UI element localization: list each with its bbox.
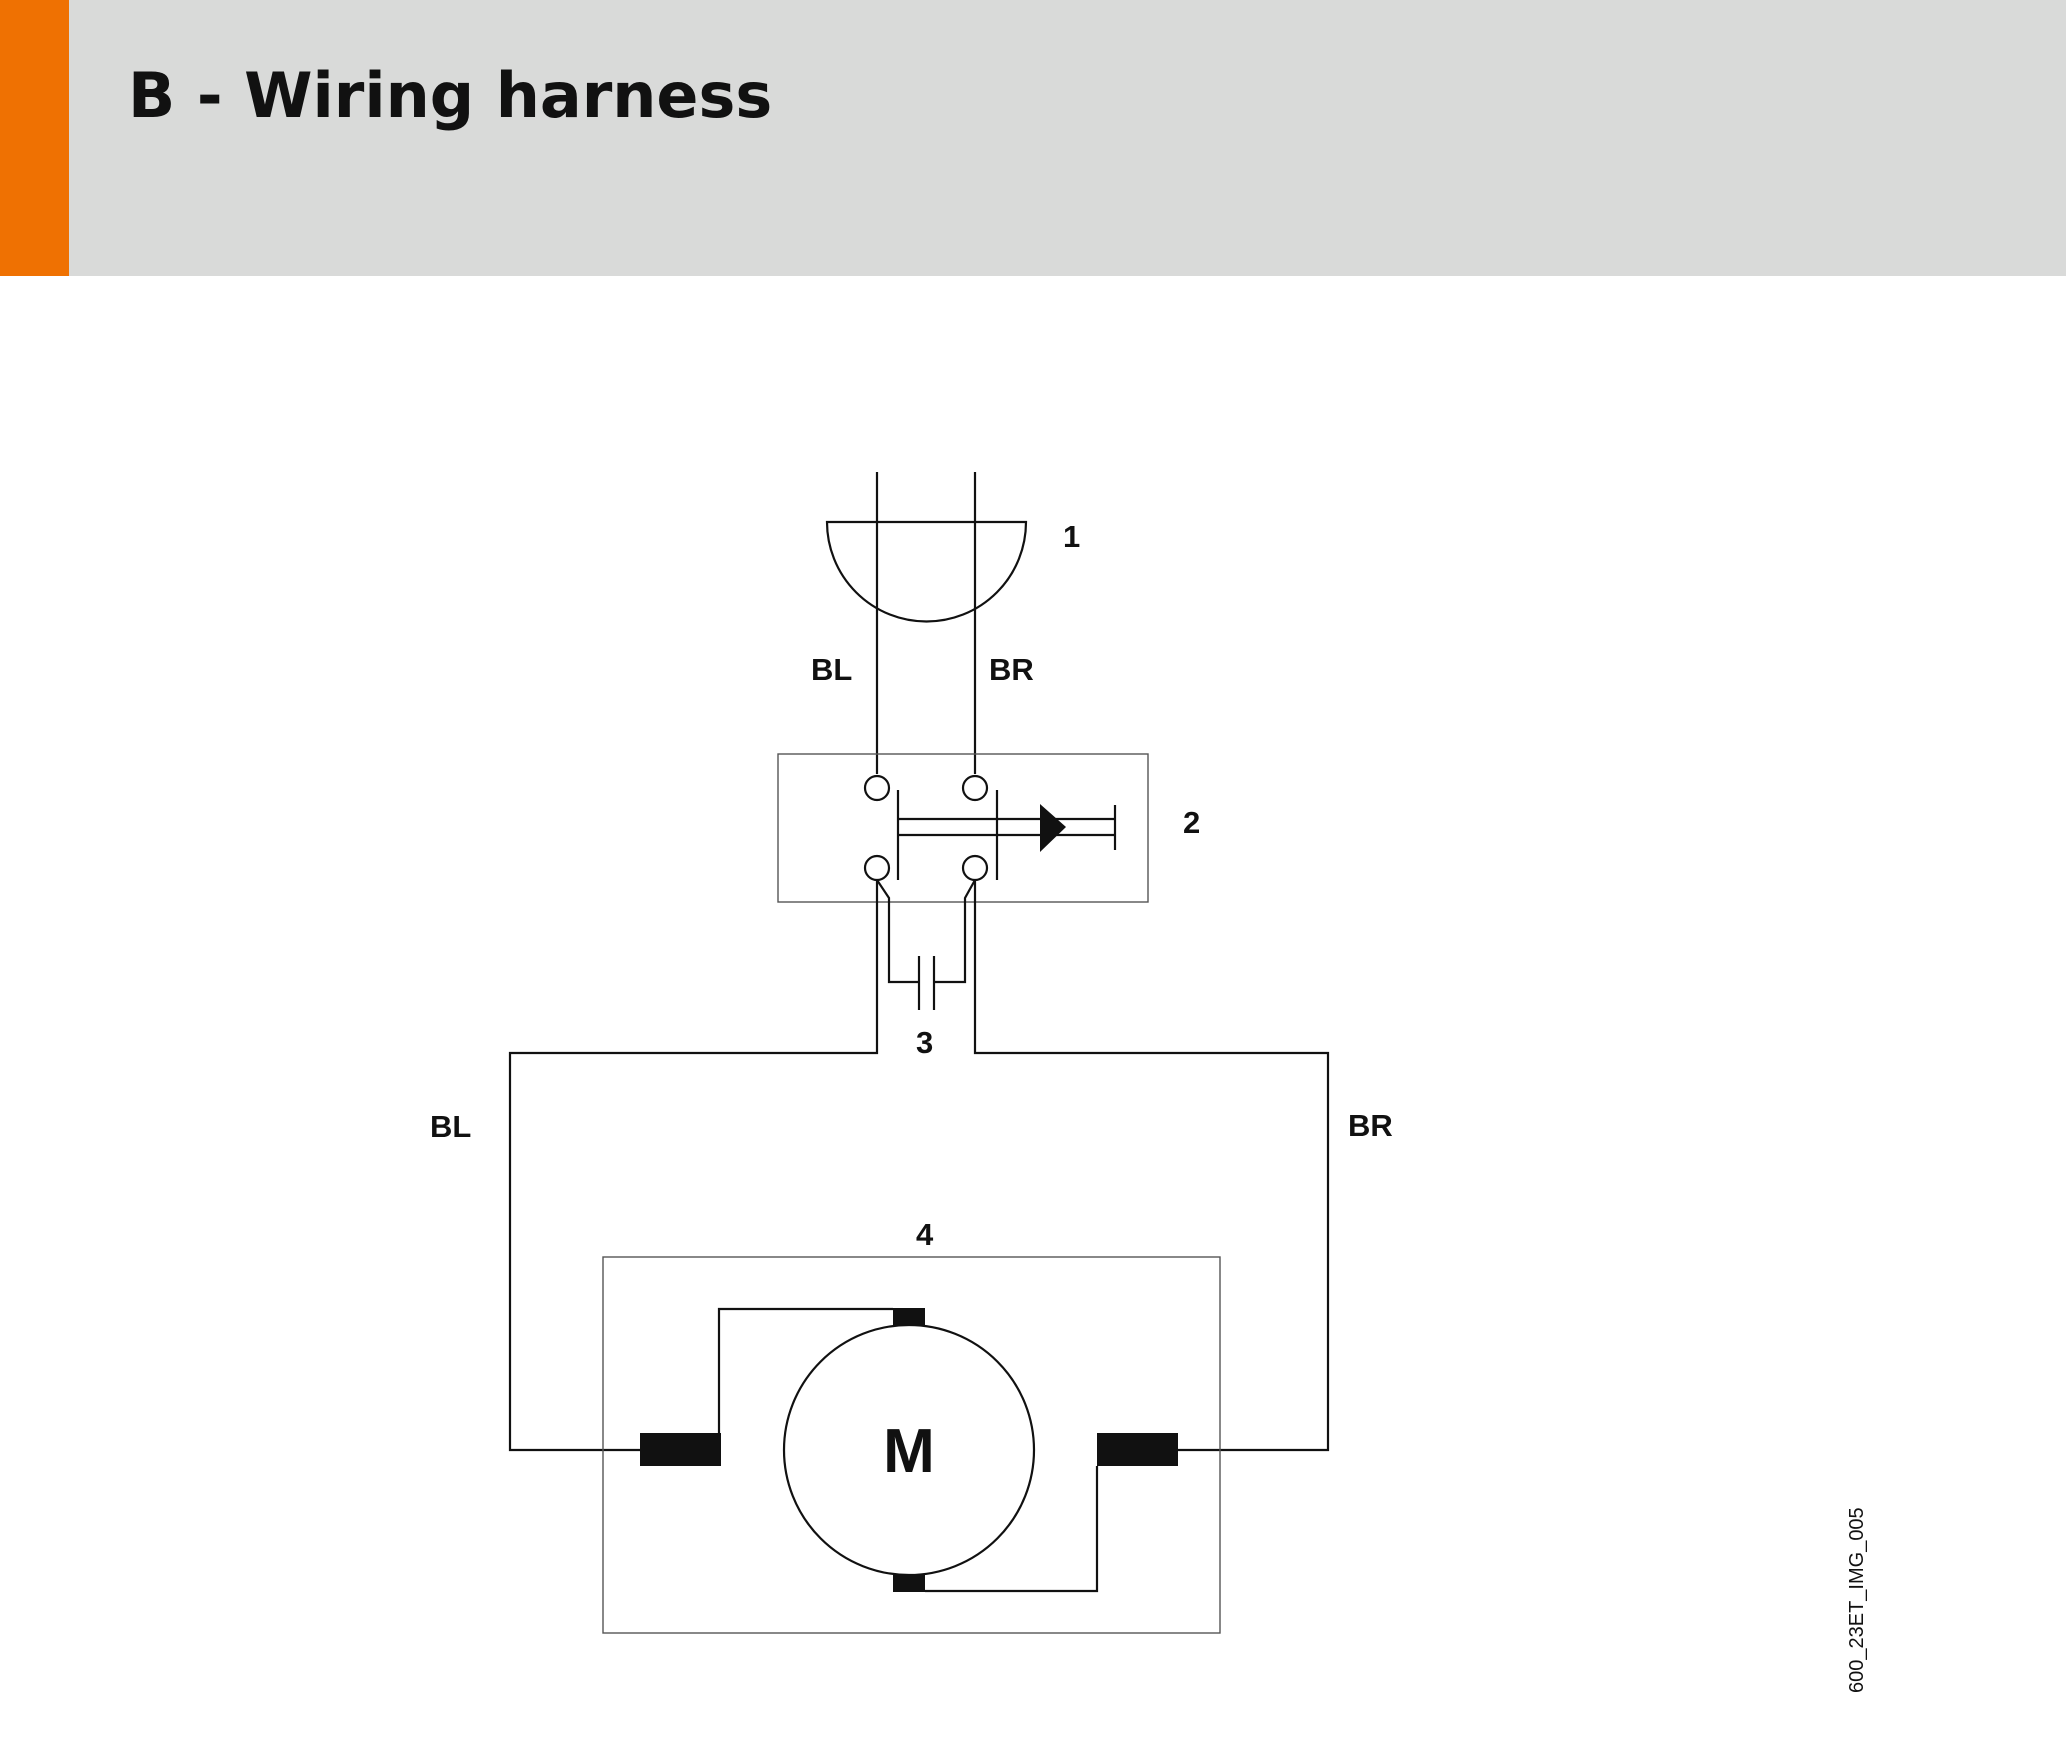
wire-bl-to-motor	[508, 880, 879, 1452]
wire-br-to-motor	[973, 880, 1330, 1452]
motor-internal-wire-top	[717, 1307, 893, 1433]
label-component-3: 3	[916, 1025, 933, 1060]
motor-terminal-left	[640, 1433, 721, 1466]
header-accent-stripe	[0, 0, 69, 276]
switch-terminal-top-right	[961, 774, 989, 802]
page-title: B - Wiring harness	[128, 59, 773, 132]
switch-housing	[777, 753, 1149, 903]
motor-symbol: M	[883, 1417, 935, 1486]
image-id: 600_23ET_IMG_005	[1846, 1507, 1868, 1693]
label-wire-br-upper: BR	[989, 652, 1034, 687]
switch-terminal-bottom-left	[863, 854, 891, 882]
switch-actuator-arrow	[1040, 804, 1066, 852]
label-wire-bl-upper: BL	[811, 652, 852, 687]
plug-connector-symbol	[825, 520, 1028, 623]
motor-brush-bottom	[893, 1575, 925, 1592]
motor-brush-top	[893, 1308, 925, 1325]
motor-terminal-right	[1097, 1433, 1178, 1466]
label-component-4: 4	[916, 1217, 934, 1252]
motor-internal-wire-bottom	[925, 1466, 1099, 1593]
label-wire-bl-lower: BL	[430, 1109, 471, 1144]
capacitor-lead-left	[876, 879, 919, 984]
label-component-2: 2	[1183, 805, 1200, 840]
header-bar: B - Wiring harness	[0, 0, 2066, 276]
switch-terminal-bottom-right	[961, 854, 989, 882]
label-wire-br-lower: BR	[1348, 1108, 1393, 1143]
capacitor-lead-right	[934, 879, 976, 984]
motor-unit-housing	[602, 1256, 1221, 1634]
switch-terminal-top-left	[863, 774, 891, 802]
label-component-1: 1	[1063, 519, 1080, 554]
